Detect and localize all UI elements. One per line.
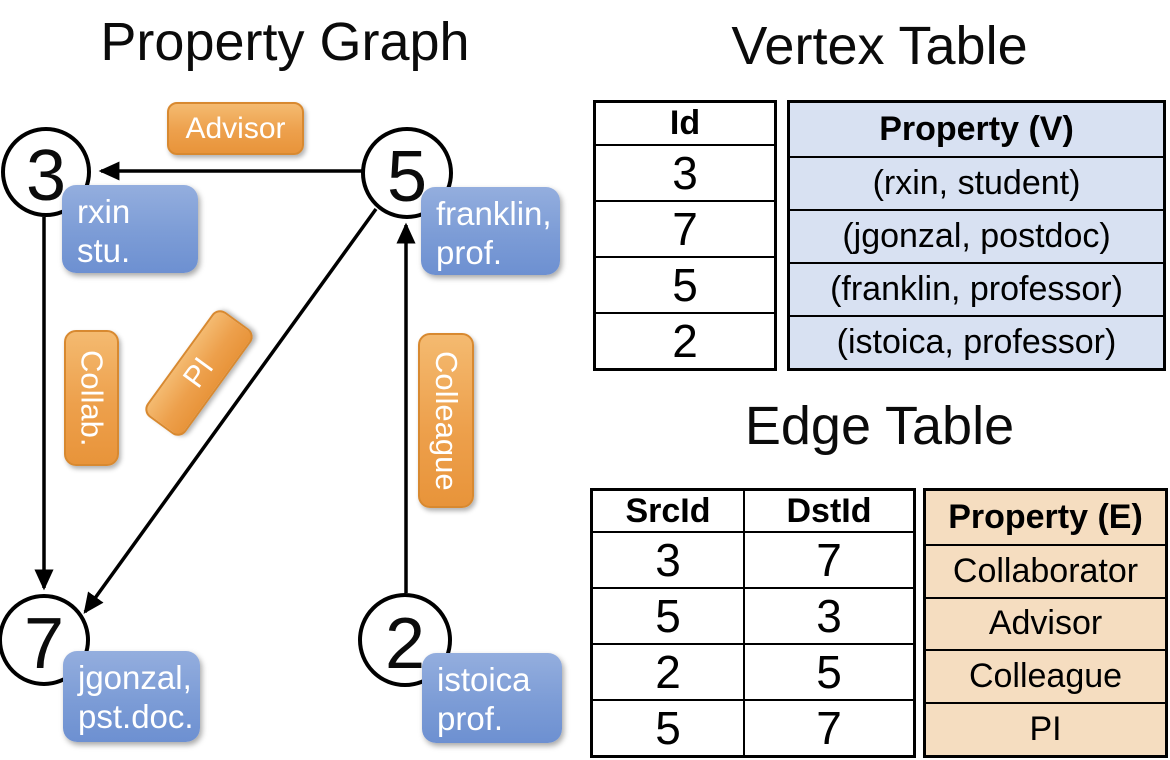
vertex-property-jgonzal-line2: pst.doc.	[78, 698, 194, 735]
vertex-table-property-cell: (franklin, professor)	[790, 262, 1163, 315]
edge-label-pi-text: PI	[176, 351, 221, 394]
graph-canvas: 3 5 7 2	[0, 127, 453, 687]
vertex-property-istoica-line1: istoica	[437, 661, 531, 698]
edge-table-src-cell: 5	[593, 699, 743, 755]
vertex-table-id-cell: 7	[596, 200, 774, 256]
vertex-table-id-cell: 5	[596, 256, 774, 312]
vertex-table-id-cell: 3	[596, 144, 774, 200]
node-id-7: 7	[24, 604, 64, 684]
edge-table-src-cell: 3	[593, 531, 743, 587]
vertex-property-box-jgonzal: jgonzal, pst.doc.	[63, 651, 200, 742]
edge-table-dst-cell: 5	[743, 643, 913, 699]
edge-table-property-cell: Colleague	[926, 649, 1165, 702]
edge-table-header-srcid: SrcId	[625, 491, 711, 530]
vertex-table-id-column: Id 3 7 5 2	[593, 100, 777, 371]
edge-label-colleague: Colleague	[418, 333, 474, 508]
edge-table-src-cell: 2	[593, 643, 743, 699]
vertex-property-rxin-line2: stu.	[77, 232, 131, 269]
node-id-5: 5	[387, 137, 427, 217]
vertex-table-title: Vertex Table	[731, 16, 1028, 76]
property-graph-panel: Property Graph 3 5 7 2 Advisor Collab. P…	[0, 12, 562, 743]
vertex-table-id-cell: 2	[596, 312, 774, 368]
node-id-3: 3	[26, 136, 66, 216]
edge-label-collab: Collab.	[64, 330, 119, 466]
vertex-property-box-franklin: franklin, prof.	[421, 187, 560, 275]
edge-label-collab-text: Collab.	[74, 349, 110, 447]
edge-table-src-cell: 5	[593, 587, 743, 643]
vertex-table-property-cell: (istoica, professor)	[790, 315, 1163, 368]
edge-table-property-cell: Advisor	[926, 596, 1165, 650]
property-graph-title: Property Graph	[100, 12, 470, 72]
edge-pi-5-to-7	[83, 207, 378, 614]
vertex-property-rxin-line1: rxin	[77, 193, 131, 230]
edge-table-header-property: Property (E)	[948, 497, 1143, 536]
edge-table-dst-cell: 7	[743, 699, 913, 755]
edge-table-dst-cell: 3	[743, 587, 913, 643]
edge-table-id-columns: SrcId DstId 3 7 5 3 2 5 5 7	[590, 488, 916, 758]
edge-table-property-cell: PI	[926, 702, 1165, 755]
vertex-table-property-cell: (jgonzal, postdoc)	[790, 209, 1163, 262]
vertex-property-jgonzal-line1: jgonzal,	[78, 659, 192, 696]
edge-label-advisor-text: Advisor	[185, 111, 286, 145]
edge-table-header-dstid: DstId	[743, 491, 913, 531]
edge-table-dst-cell: 7	[743, 531, 913, 587]
edge-label-colleague-text: Colleague	[429, 350, 464, 491]
vertex-property-box-rxin: rxin stu.	[62, 185, 198, 273]
vertex-property-istoica-line2: prof.	[437, 700, 504, 737]
vertex-property-franklin-line1: franklin,	[436, 195, 552, 232]
edge-table-property-cell: Collaborator	[926, 543, 1165, 597]
vertex-table-property-cell: (rxin, student)	[790, 156, 1163, 209]
vertex-table-property-column: Property (V) (rxin, student) (jgonzal, p…	[787, 100, 1166, 371]
edge-label-advisor: Advisor	[167, 102, 304, 155]
vertex-property-box-istoica: istoica prof.	[422, 653, 562, 743]
vertex-table-header-id: Id	[669, 104, 701, 142]
node-id-2: 2	[385, 604, 425, 684]
vertex-property-franklin-line2: prof.	[436, 234, 503, 271]
edge-table-property-column: Property (E) Collaborator Advisor Collea…	[923, 488, 1168, 758]
edge-table-title: Edge Table	[744, 396, 1015, 456]
vertex-table-header-property: Property (V)	[879, 110, 1074, 148]
